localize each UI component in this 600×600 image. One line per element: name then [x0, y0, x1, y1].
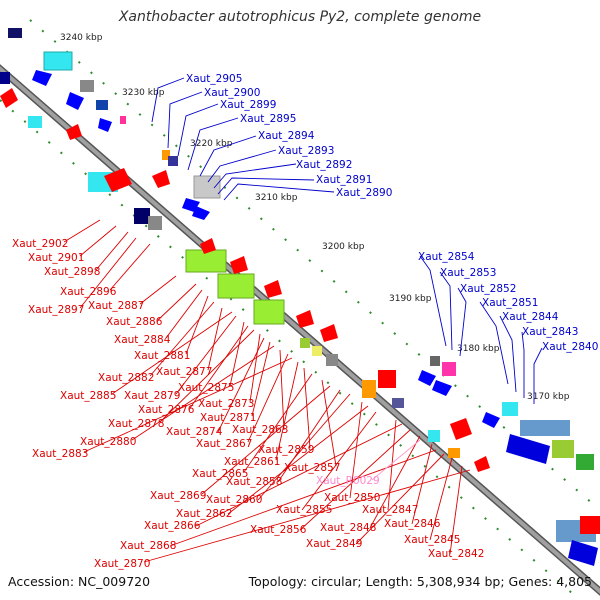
gene-label: Xaut_2855 [276, 504, 332, 516]
gene-label: Xaut_2863 [232, 424, 288, 436]
gene-label: Xaut_2844 [502, 311, 559, 323]
gene-label: Xaut_2840 [542, 341, 598, 353]
gene-label: Xaut_R0029 [316, 475, 380, 487]
gene-label: Xaut_2866 [144, 520, 201, 532]
gene-label: Xaut_2862 [176, 508, 232, 520]
gene-label: Xaut_2902 [12, 238, 68, 250]
gene-label: Xaut_2843 [522, 326, 578, 338]
tick-label: 3180 kbp [457, 344, 500, 354]
page-title: Xanthobacter autotrophicus Py2, complete… [118, 9, 482, 25]
gene-label: Xaut_2850 [324, 492, 380, 504]
gene-label: Xaut_2887 [88, 300, 144, 312]
gene-label: Xaut_2905 [186, 73, 242, 85]
gene-label: Xaut_2869 [150, 490, 206, 502]
gene-label: Xaut_2886 [106, 316, 163, 328]
gene-label: Xaut_2882 [98, 372, 154, 384]
gene-label: Xaut_2851 [482, 297, 538, 309]
tick-label: 3170 kbp [527, 392, 570, 402]
tick-label: 3210 kbp [255, 193, 298, 203]
tick-labels: 3240 kbp 3230 kbp 3220 kbp 3210 kbp 3200… [60, 33, 570, 402]
gene-label: Xaut_2880 [80, 436, 136, 448]
gene-label: Xaut_2894 [258, 130, 315, 142]
gene-label: Xaut_2879 [124, 390, 180, 402]
gene-label: Xaut_2846 [384, 518, 441, 530]
gene-label: Xaut_2868 [120, 540, 176, 552]
gene-label: Xaut_2893 [278, 145, 334, 157]
gene-label: Xaut_2899 [220, 99, 276, 111]
forward-leader-lines [151, 77, 543, 404]
gene-label: Xaut_2900 [204, 87, 260, 99]
accession-text: Accession: NC_009720 [8, 574, 151, 589]
tick-label: 3190 kbp [389, 294, 432, 304]
gene-label: Xaut_2874 [166, 426, 223, 438]
tick-label: 3220 kbp [190, 139, 233, 149]
gene-label: Xaut_2857 [284, 462, 340, 474]
gene-label: Xaut_2849 [306, 538, 362, 550]
gene-label: Xaut_2877 [156, 366, 212, 378]
forward-labels: Xaut_2905 Xaut_2900 Xaut_2899 Xaut_2895 … [186, 73, 598, 353]
rna-leader-line [371, 439, 421, 481]
forward-genes [8, 28, 598, 566]
gene-label: Xaut_2867 [196, 438, 252, 450]
reverse-labels: Xaut_2902 Xaut_2901 Xaut_2898 Xaut_2896 … [12, 238, 484, 570]
gene-label: Xaut_2885 [60, 390, 116, 402]
tick-label: 3230 kbp [122, 88, 165, 98]
gene-label: Xaut_2875 [178, 382, 234, 394]
gene-label: Xaut_2848 [320, 522, 376, 534]
gene-label: Xaut_2845 [404, 534, 460, 546]
gene-label: Xaut_2858 [226, 476, 282, 488]
gene-label: Xaut_2883 [32, 448, 88, 460]
gene-label: Xaut_2870 [94, 558, 150, 570]
gene-label: Xaut_2897 [28, 304, 84, 316]
gene-label: Xaut_2847 [362, 504, 418, 516]
gene-label: Xaut_2854 [418, 251, 475, 263]
gene-label: Xaut_2861 [224, 456, 280, 468]
genome-backbone [0, 64, 600, 596]
gene-label: Xaut_2876 [138, 404, 195, 416]
gene-label: Xaut_2884 [114, 334, 171, 346]
gene-label: Xaut_2901 [28, 252, 84, 264]
gene-label: Xaut_2881 [134, 350, 190, 362]
gene-label: Xaut_2856 [250, 524, 307, 536]
gene-label: Xaut_2896 [60, 286, 117, 298]
gene-label: Xaut_2859 [258, 444, 314, 456]
gene-label: Xaut_2853 [440, 267, 496, 279]
tick-label: 3200 kbp [322, 242, 365, 252]
gene-label: Xaut_2891 [316, 174, 372, 186]
gene-label: Xaut_2842 [428, 548, 484, 560]
gene-label: Xaut_2865 [192, 468, 248, 480]
genome-summary-text: Topology: circular; Length: 5,308,934 bp… [248, 574, 592, 589]
gene-label: Xaut_2878 [108, 418, 164, 430]
gene-label: Xaut_2895 [240, 113, 296, 125]
gene-label: Xaut_2852 [460, 283, 516, 295]
gene-label: Xaut_2898 [44, 266, 100, 278]
gene-label: Xaut_2871 [200, 412, 256, 424]
tick-label: 3240 kbp [60, 33, 103, 43]
reverse-genes [0, 72, 600, 534]
gene-label: Xaut_2892 [296, 159, 352, 171]
gene-label: Xaut_2860 [206, 494, 262, 506]
reverse-leader-lines [63, 219, 471, 563]
gene-label: Xaut_2873 [198, 398, 254, 410]
rna-labels: Xaut_R0029 [316, 475, 380, 487]
gene-label: Xaut_2890 [336, 187, 392, 199]
